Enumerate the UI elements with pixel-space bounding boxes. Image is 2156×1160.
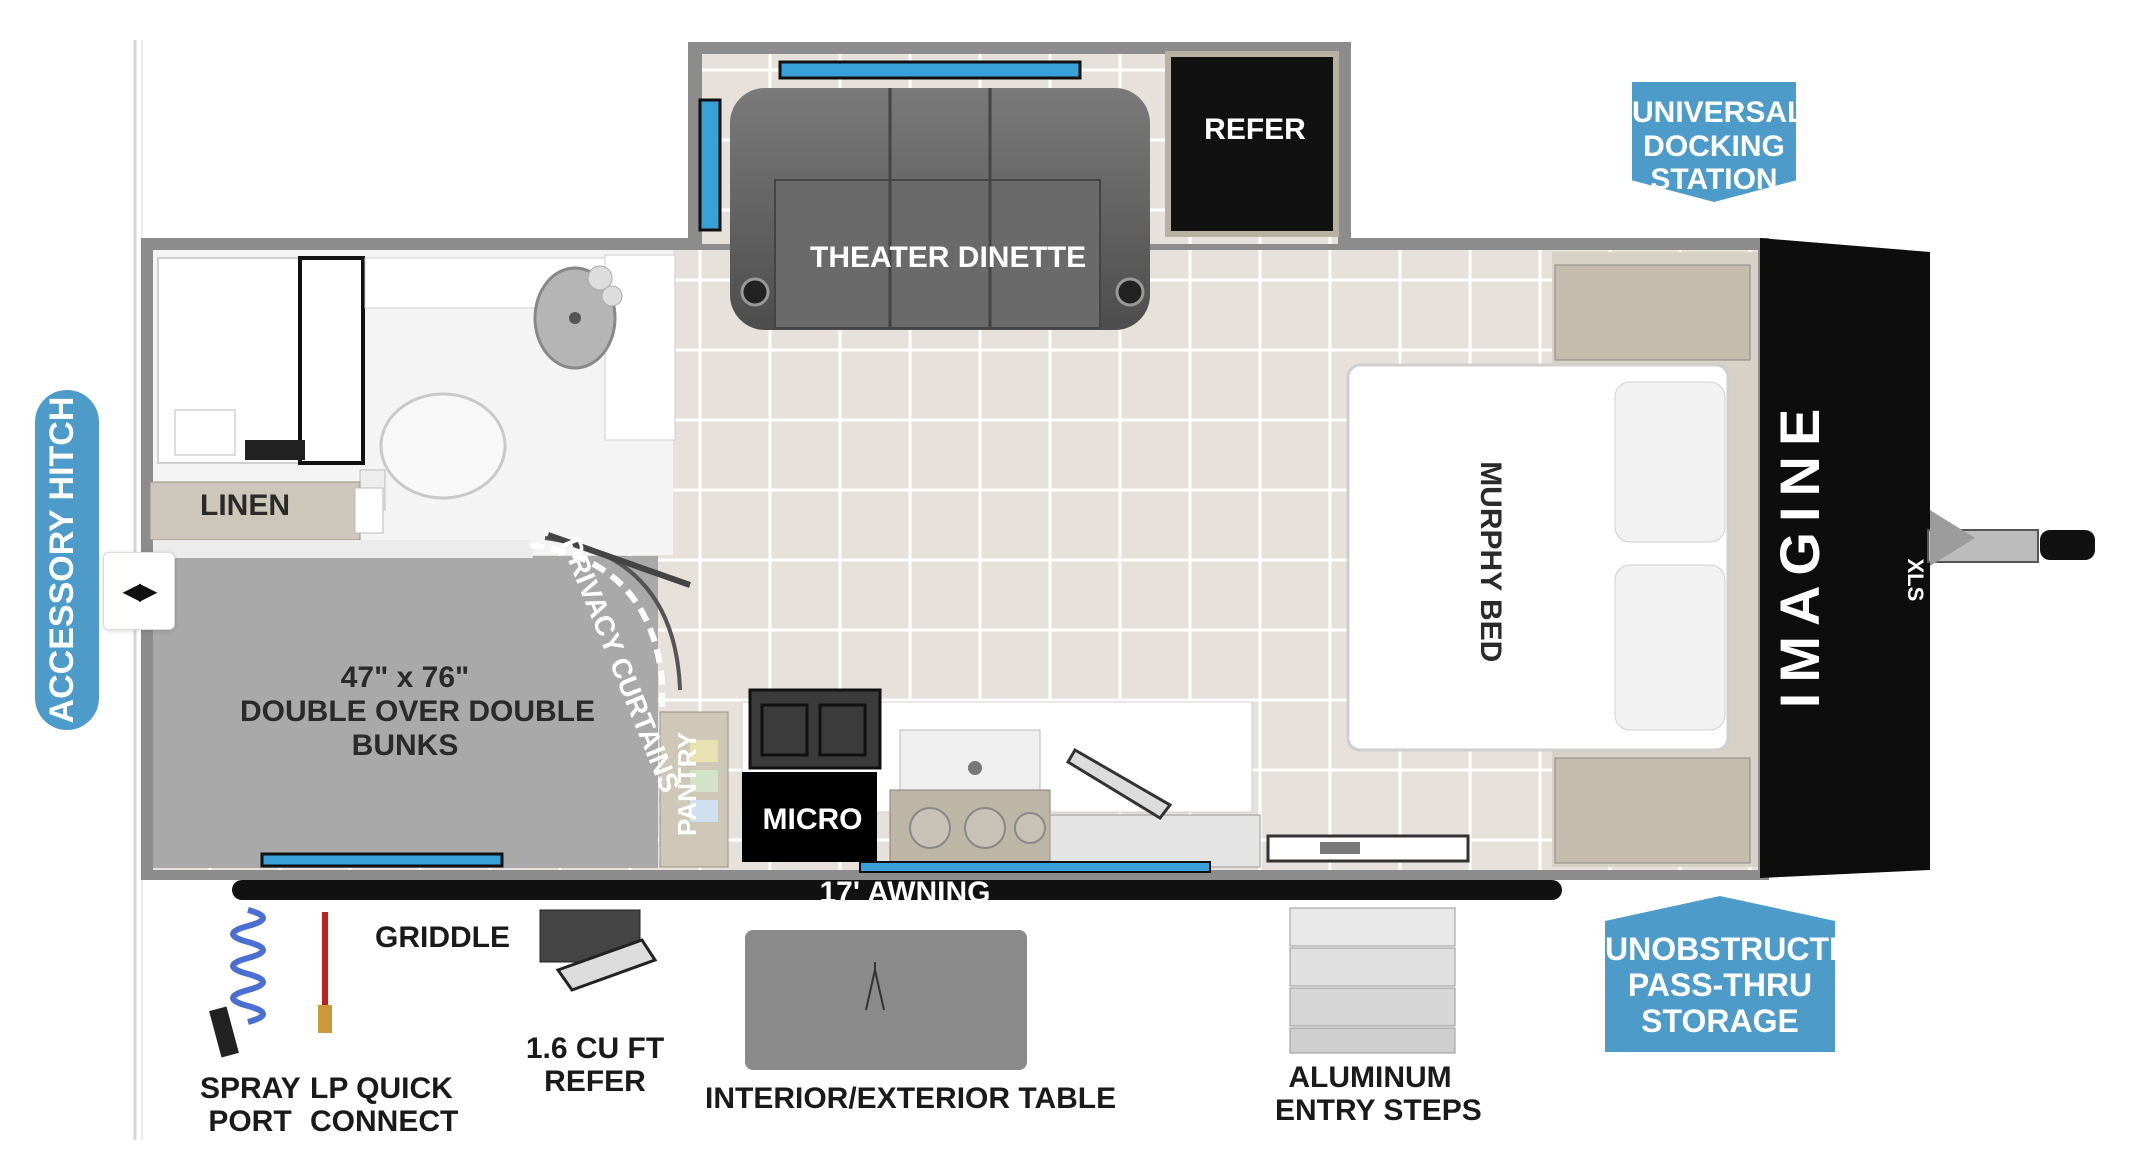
accessory-hitch-badge [35,390,99,730]
interior-exterior-table [745,930,1027,1070]
griddle-label: GRIDDLE [375,921,510,954]
bunks-line3-label: BUNKS [351,729,459,762]
docking-line-2: DOCKING [1643,129,1785,163]
linen-label: LINEN [200,489,290,522]
theater-dinette-label: THEATER DINETTE [810,241,1087,274]
docking-station-callout: UNIVERSAL DOCKING STATION [1632,82,1796,202]
bunks-line2-label: DOUBLE OVER DOUBLE [240,695,596,728]
refrigerator [1165,51,1339,237]
ext-refer-label-1: 1.6 CU FT [525,1032,665,1065]
lp-connect-label-1: LP QUICK [310,1072,453,1105]
storage-line-3: STORAGE [1641,1002,1799,1039]
micro-label: MICRO [762,803,863,836]
microwave [742,772,877,862]
awning-label: 17' AWNING [819,876,991,909]
steps-label-2: ENTRY STEPS [1275,1094,1482,1127]
table-label: INTERIOR/EXTERIOR TABLE [705,1082,1117,1115]
spray-port-label-1: SPRAY [200,1072,301,1105]
lp-connect-label-2: CONNECT [310,1105,459,1138]
model-logo: XLS [1902,558,1928,602]
entry-steps [1289,907,1456,1054]
storage-callout: UNOBSTRUCTED PASS-THRU STORAGE [1605,896,1835,1052]
ext-refer-label-2: REFER [544,1065,646,1098]
steps-label-1: ALUMINUM [1288,1061,1452,1094]
spray-port-label-2: PORT [208,1105,292,1138]
pantry-label: PANTRY [671,732,702,837]
awning [232,880,1562,900]
front-cap [1760,238,1930,878]
bunks [153,556,658,868]
toilet [379,392,507,500]
refer-label: REFER [1204,113,1306,146]
linen-cabinet [149,481,361,541]
bunks-size-label: 47" x 76" [340,661,470,694]
brand-logo: IMAGINE [1767,398,1831,709]
expand-arrows-button[interactable]: ◀▶ [103,552,175,630]
storage-line-1: UNOBSTRUCTED [1605,931,1874,967]
storage-line-2: PASS-THRU [1627,966,1813,1003]
docking-line-1: UNIVERSAL [1632,96,1806,129]
spray-hose [209,907,266,1058]
murphy-bed-label: MURPHY BED [1474,461,1508,663]
docking-line-3: STATION [1650,163,1778,197]
accessory-hitch-label: ACCESSORY HITCH [43,396,81,724]
